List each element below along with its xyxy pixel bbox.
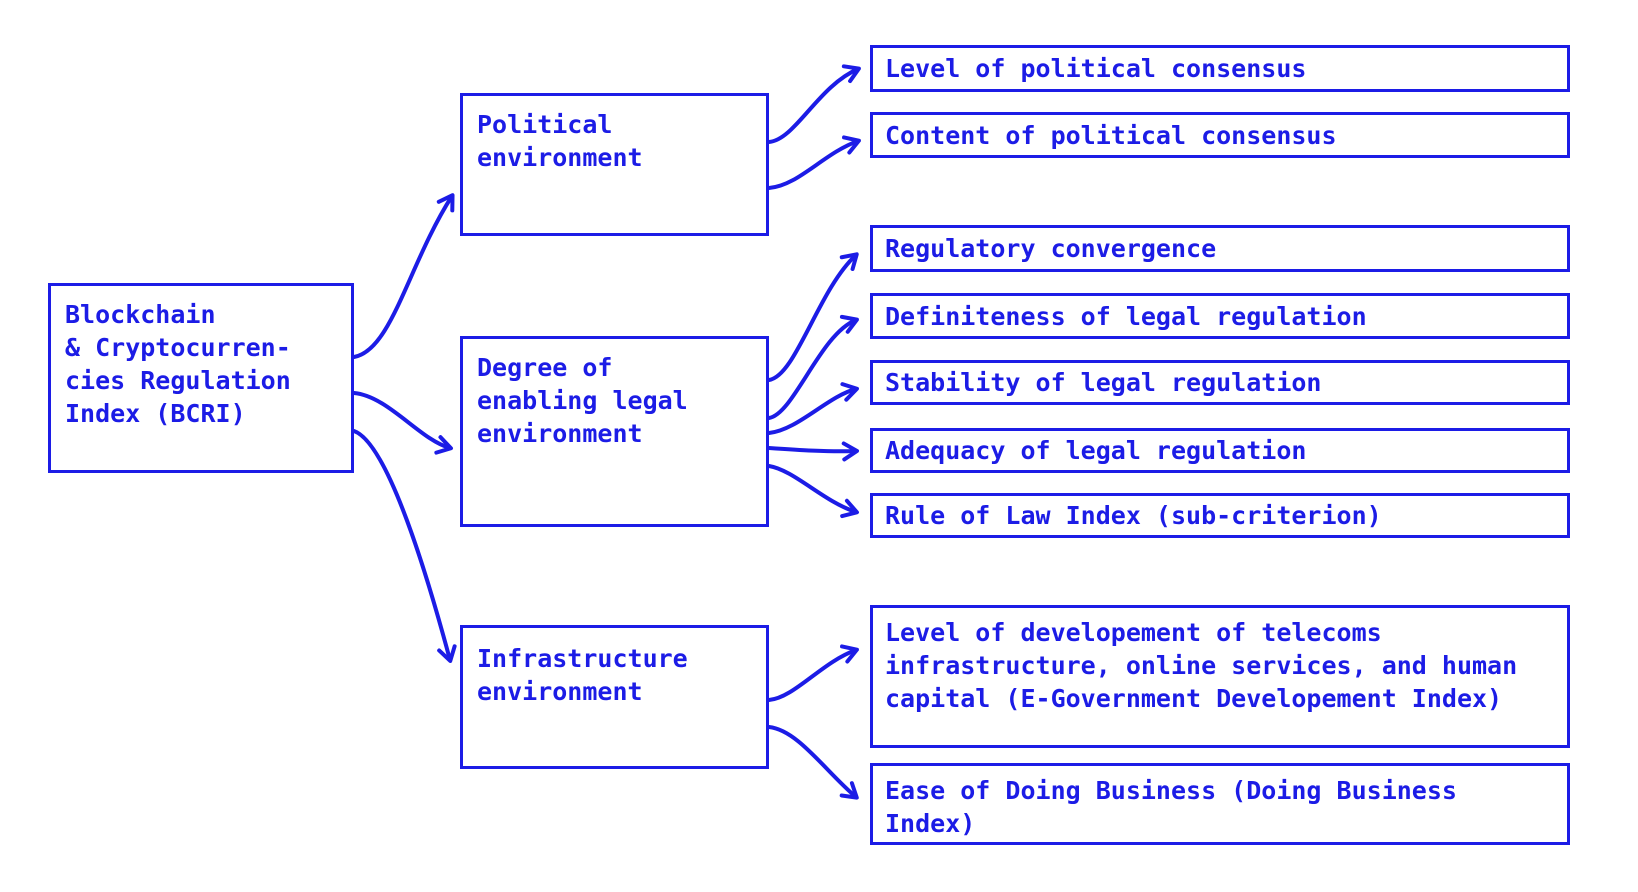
node-enabling-legal-environment: Degree of enabling legal environment — [460, 336, 769, 527]
connector-root-political — [352, 193, 455, 359]
node-political-environment: Political environment — [460, 93, 769, 236]
connector-root-infrastructure — [352, 429, 457, 663]
node-egovernment-development-index: Level of developement of telecoms infras… — [870, 605, 1570, 748]
connector-legal-adequacy — [767, 441, 859, 462]
node-adequacy-of-legal-regulation: Adequacy of legal regulation — [870, 428, 1570, 473]
node-infrastructure-environment-label: Infrastructure environment — [477, 644, 688, 706]
leaf-label: Level of developement of telecoms infras… — [885, 618, 1518, 713]
node-stability-of-legal-regulation: Stability of legal regulation — [870, 360, 1570, 405]
leaf-label: Definiteness of legal regulation — [885, 301, 1367, 331]
node-rule-of-law-index: Rule of Law Index (sub-criterion) — [870, 493, 1570, 538]
connector-legal-regulatory-convergence — [767, 252, 859, 382]
node-regulatory-convergence: Regulatory convergence — [870, 225, 1570, 272]
node-ease-of-doing-business: Ease of Doing Business (Doing Business I… — [870, 763, 1570, 845]
node-level-of-political-consensus: Level of political consensus — [870, 45, 1570, 92]
node-enabling-legal-environment-label: Degree of enabling legal environment — [477, 353, 688, 448]
leaf-label: Ease of Doing Business (Doing Business I… — [885, 776, 1457, 838]
connector-legal-definiteness — [767, 314, 859, 420]
connector-root-legal — [352, 391, 453, 455]
leaf-label: Adequacy of legal regulation — [885, 436, 1307, 465]
node-bcri-root: Blockchain & Cryptocurren- cies Regulati… — [48, 283, 354, 473]
leaf-label: Content of political consensus — [885, 120, 1337, 150]
node-content-of-political-consensus: Content of political consensus — [870, 112, 1570, 158]
connector-political-content-consensus — [767, 135, 861, 190]
connector-legal-rule-of-law — [767, 464, 859, 519]
leaf-label: Rule of Law Index (sub-criterion) — [885, 501, 1382, 530]
connector-political-level-consensus — [767, 64, 861, 144]
leaf-label: Level of political consensus — [885, 54, 1307, 83]
connector-legal-stability — [767, 382, 859, 435]
node-bcri-root-label: Blockchain & Cryptocurren- cies Regulati… — [65, 300, 291, 428]
leaf-label: Stability of legal regulation — [885, 368, 1322, 397]
node-definiteness-of-legal-regulation: Definiteness of legal regulation — [870, 293, 1570, 339]
leaf-label: Regulatory convergence — [885, 234, 1217, 263]
connector-infrastructure-doing-business — [767, 725, 859, 800]
node-infrastructure-environment: Infrastructure environment — [460, 625, 769, 769]
connector-infrastructure-egov — [767, 644, 859, 702]
node-political-environment-label: Political environment — [477, 110, 643, 172]
